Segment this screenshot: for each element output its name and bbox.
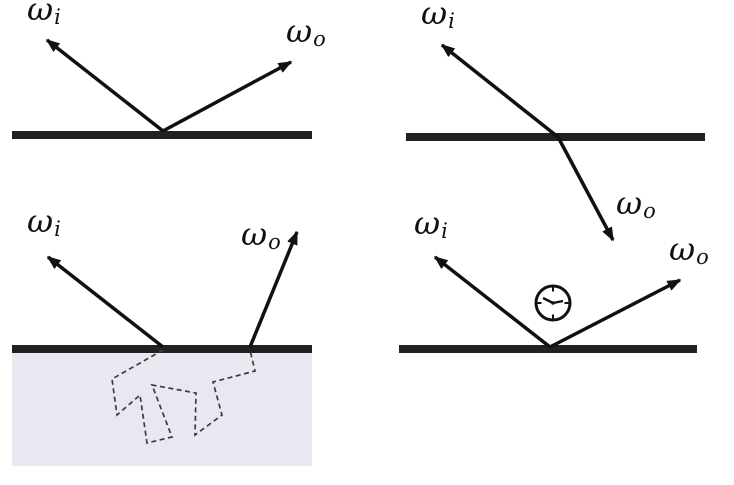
- omega-o-label-bottom-left: ωo: [241, 218, 281, 253]
- omega-subscript: o: [268, 230, 281, 254]
- omega-i-arrow: [440, 43, 560, 139]
- omega-symbol: ω: [241, 215, 268, 253]
- panel-time-delayed-reflection: [399, 255, 697, 353]
- omega-i-label-top-right: ωi: [421, 0, 455, 32]
- omega-symbol: ω: [616, 184, 643, 222]
- omega-o-label-top-right: ωo: [616, 187, 656, 222]
- panel-transmission: [406, 43, 705, 242]
- omega-subscript: o: [696, 245, 709, 269]
- omega-symbol: ω: [421, 0, 448, 32]
- omega-o-transmitted-arrow: [556, 136, 615, 242]
- clock-icon: [534, 284, 572, 322]
- panel-surface-reflection: [12, 38, 312, 139]
- omega-i-label-bottom-right: ωi: [414, 207, 448, 242]
- surface-line: [12, 131, 312, 139]
- scattering-medium: [12, 353, 312, 466]
- panel-subsurface-scattering: [12, 230, 312, 466]
- subsurface-scattering-path: [111, 349, 257, 445]
- omega-symbol: ω: [286, 12, 313, 50]
- omega-subscript: i: [54, 217, 61, 241]
- omega-symbol: ω: [27, 0, 54, 28]
- omega-o-arrow: [248, 230, 299, 348]
- omega-i-label-top-left: ωi: [27, 0, 61, 28]
- omega-i-label-bottom-left: ωi: [27, 205, 61, 240]
- omega-i-arrow: [46, 255, 165, 349]
- omega-subscript: i: [54, 5, 61, 29]
- omega-subscript: i: [448, 9, 455, 33]
- omega-symbol: ω: [669, 230, 696, 268]
- omega-o-arrow: [162, 60, 293, 133]
- omega-symbol: ω: [414, 204, 441, 242]
- omega-subscript: o: [313, 27, 326, 51]
- omega-o-label-top-left: ωo: [286, 15, 326, 50]
- surface-line: [399, 345, 697, 353]
- omega-subscript: o: [643, 199, 656, 223]
- omega-i-arrow: [45, 38, 165, 133]
- omega-o-label-bottom-right: ωo: [669, 233, 709, 268]
- omega-o-arrow: [549, 278, 682, 349]
- surface-line: [12, 345, 312, 353]
- omega-i-arrow: [433, 255, 552, 349]
- omega-subscript: i: [441, 219, 448, 243]
- omega-symbol: ω: [27, 202, 54, 240]
